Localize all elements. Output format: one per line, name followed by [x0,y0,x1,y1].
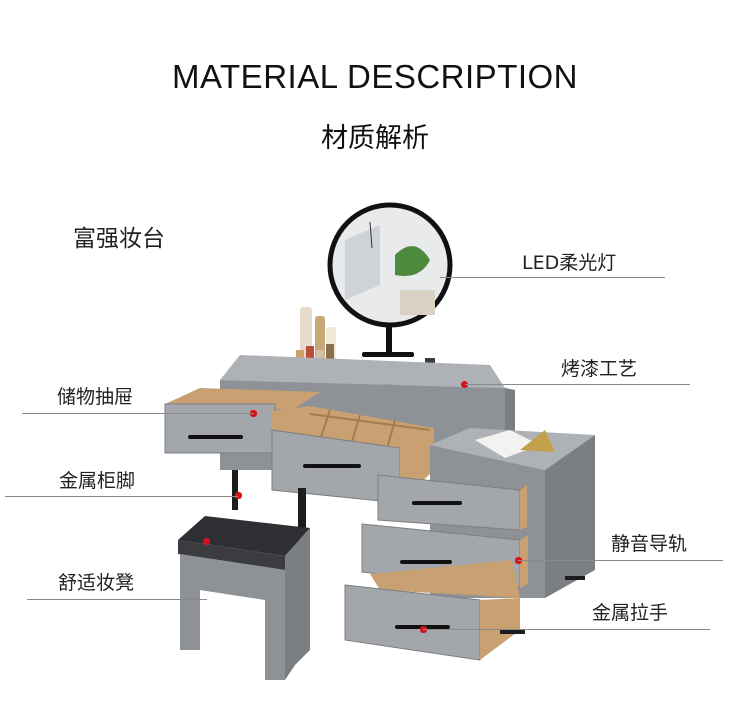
marker-dot-paint [461,381,468,388]
page-title-en: MATERIAL DESCRIPTION [171,58,579,95]
callout-stool: 舒适妆凳 [58,572,135,594]
callout-paint: 烤漆工艺 [561,358,638,380]
callout-led-light: LED柔光灯 [522,252,617,274]
mirror [327,202,453,357]
callout-drawer: 储物抽屉 [57,386,134,408]
callout-silent-rail: 静音导轨 [611,533,688,555]
leader-line-silent-rail [518,560,723,561]
leader-line-metal-handle [423,629,710,630]
leader-line-drawer [22,413,254,414]
leader-line-led [440,277,665,278]
cabinet-drawers [344,474,528,661]
leader-line-metal-leg [5,496,238,497]
product-name: 富强妆台 [73,226,165,252]
leader-line-paint [465,384,690,385]
stool [178,516,310,680]
leader-line-stool [27,599,207,600]
callout-metal-handle: 金属拉手 [592,602,669,624]
callout-metal-leg: 金属柜脚 [59,470,136,492]
drawer-right [271,406,434,504]
drawer-left [164,388,320,454]
page-title-cn: 材质解析 [321,123,429,154]
